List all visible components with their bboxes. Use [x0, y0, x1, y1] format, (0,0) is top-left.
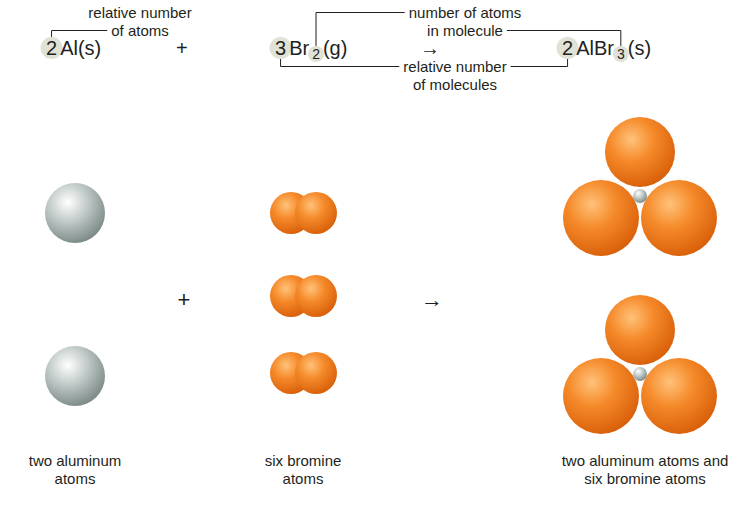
annotation: relative number of atoms	[87, 4, 193, 40]
coefficient: 2	[562, 38, 573, 58]
highlight-circle	[270, 37, 292, 59]
annotation: number of atoms in molecule	[408, 4, 523, 40]
highlight-circle	[557, 37, 579, 59]
caption: two aluminum atoms	[28, 452, 123, 488]
highlight-circle	[613, 46, 629, 62]
coefficient: 2	[46, 38, 57, 58]
bracket-line	[511, 59, 568, 67]
subscript: 3	[617, 47, 625, 61]
aluminum-atom	[45, 346, 105, 406]
aluminum-atom	[45, 183, 105, 243]
plus-sign: +	[178, 289, 191, 311]
coefficient: 3	[275, 38, 286, 58]
caption: two aluminum atoms and six bromine atoms	[561, 452, 730, 488]
bromine-molecule	[270, 192, 337, 234]
highlight-circle	[41, 37, 63, 59]
reaction-arrow: →	[420, 38, 440, 58]
bromine-molecule	[270, 352, 337, 394]
reaction-arrow: →	[421, 289, 443, 311]
caption: six bromine atoms	[264, 452, 343, 488]
plus-sign: +	[176, 38, 188, 58]
formula: (g)	[323, 38, 347, 58]
annotation: relative number of molecules	[402, 58, 508, 94]
bromine-molecule	[270, 275, 337, 317]
formula: (s)	[628, 38, 651, 58]
subscript: 2	[312, 47, 320, 61]
bracket-line	[52, 31, 108, 38]
formula: AlBr	[576, 38, 614, 58]
highlight-circle	[308, 46, 324, 62]
aluminum-bromide-molecule	[563, 117, 717, 256]
formula: Br	[289, 38, 309, 58]
formula: Al(s)	[60, 38, 101, 58]
aluminum-bromide-molecule	[563, 295, 717, 434]
bracket-line	[281, 59, 400, 67]
